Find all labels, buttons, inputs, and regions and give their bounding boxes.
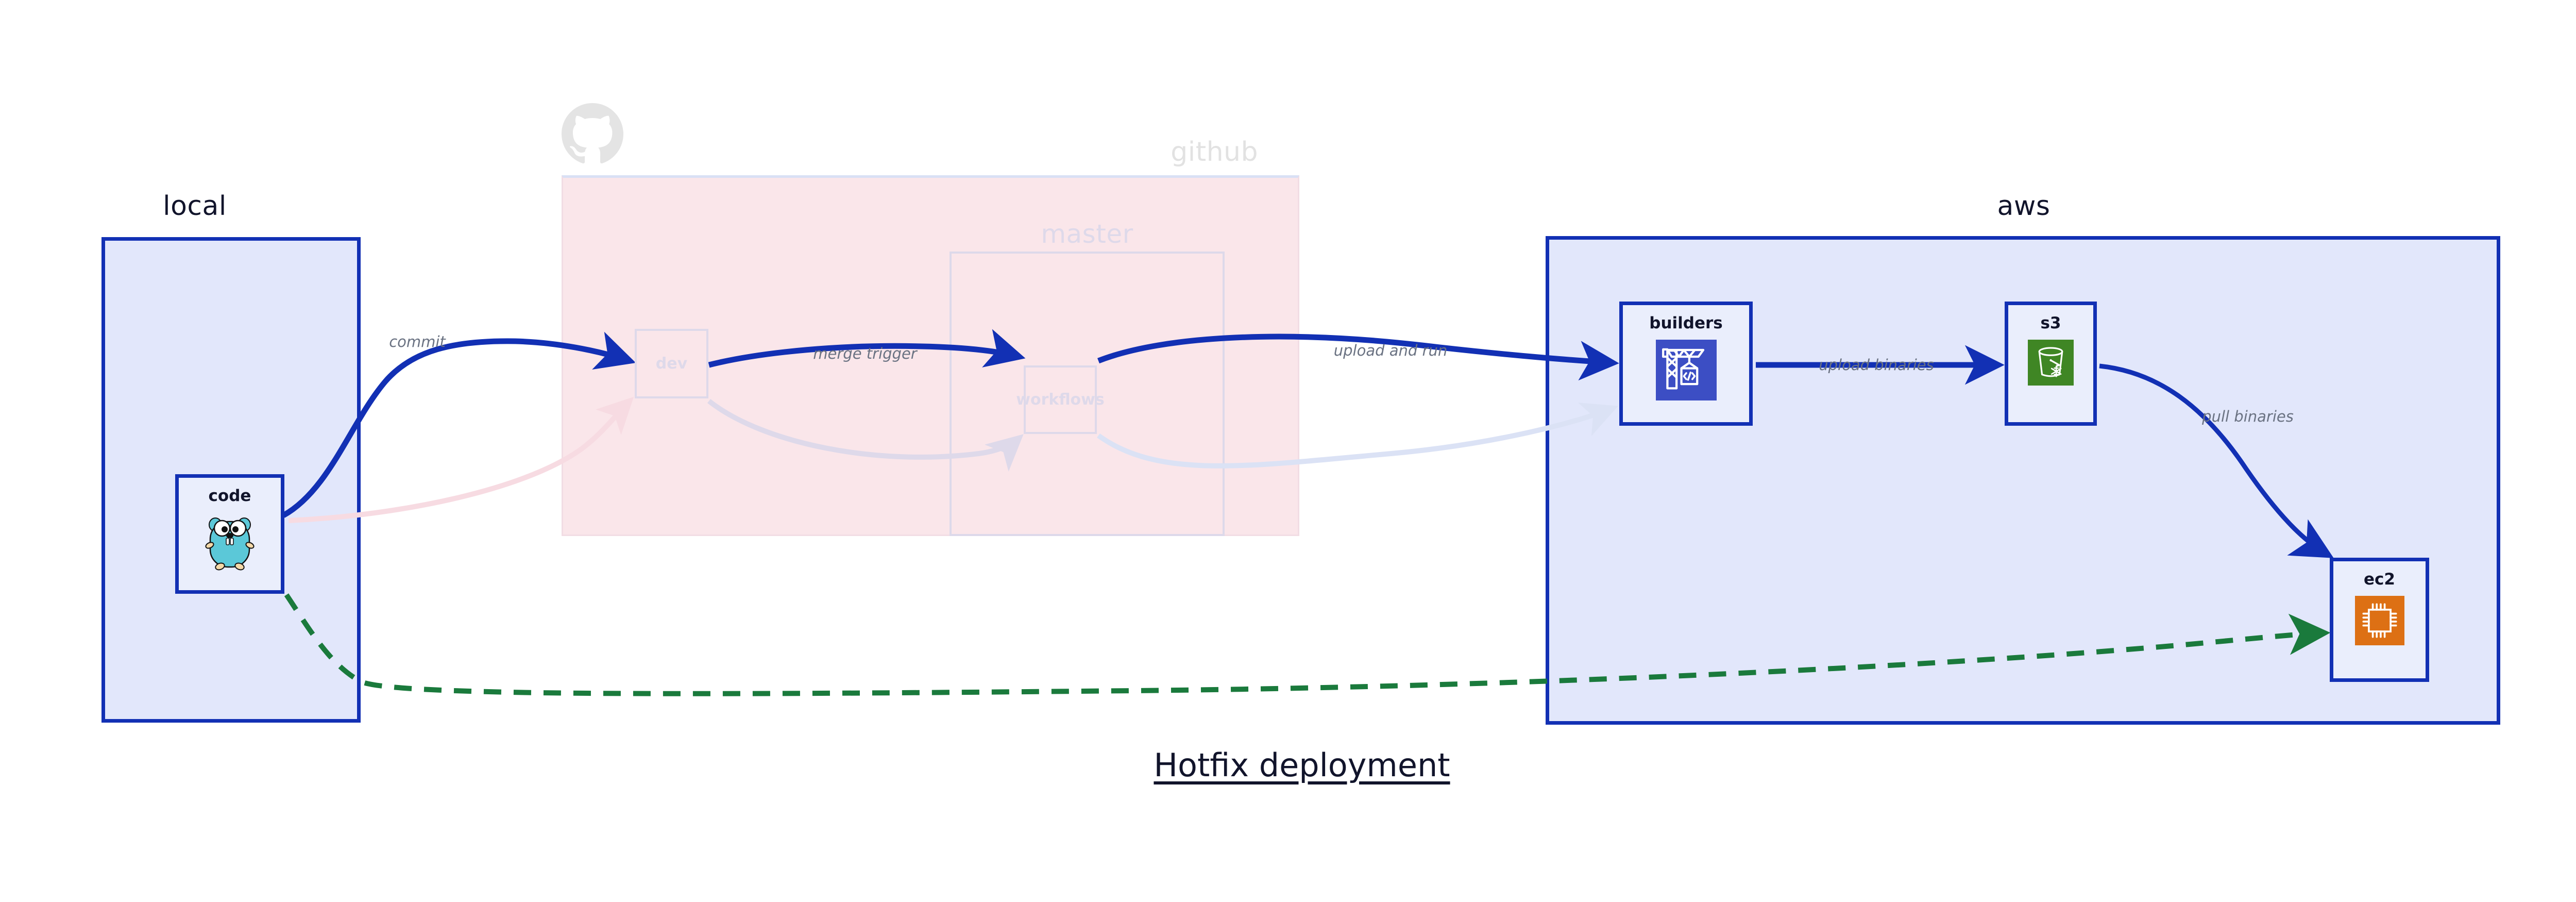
node-s3-label: s3 <box>2040 314 2061 332</box>
aws-codebuild-crane-icon <box>1655 340 1717 403</box>
cluster-local-label: local <box>163 191 227 222</box>
cluster-master-label: master <box>1041 219 1133 249</box>
aws-s3-glacier-bucket-icon <box>2028 340 2074 388</box>
node-s3[interactable]: s3 <box>2005 302 2097 426</box>
cluster-github-label: github <box>1171 137 1258 168</box>
github-octocat-icon <box>562 103 623 165</box>
edge-label-commit: commit <box>389 333 446 350</box>
edge-label-upload-and-run: upload and run <box>1333 342 1448 359</box>
node-dev[interactable]: dev <box>635 329 708 398</box>
edge-label-pull-binaries: pull binaries <box>2202 408 2294 425</box>
node-dev-label: dev <box>655 354 688 373</box>
go-gopher-icon <box>203 512 257 575</box>
node-ec2-label: ec2 <box>2364 570 2395 589</box>
node-workflows-label: workflows <box>1016 390 1105 409</box>
edge-label-merge-trigger: merge trigger <box>813 345 917 362</box>
node-code-label: code <box>208 487 251 505</box>
cluster-master[interactable] <box>950 252 1225 536</box>
aws-ec2-cpu-chip-icon <box>2354 596 2404 647</box>
page-title: Hotfix deployment <box>1154 746 1450 784</box>
node-ec2[interactable]: ec2 <box>2330 558 2429 682</box>
cluster-aws-label: aws <box>1997 191 2050 222</box>
node-builders-label: builders <box>1649 314 1723 332</box>
node-workflows[interactable]: workflows <box>1016 365 1105 434</box>
edge-label-upload-binaries: upload binaries <box>1819 356 1934 374</box>
node-code[interactable]: code <box>175 474 284 594</box>
node-builders[interactable]: builders <box>1619 302 1753 426</box>
